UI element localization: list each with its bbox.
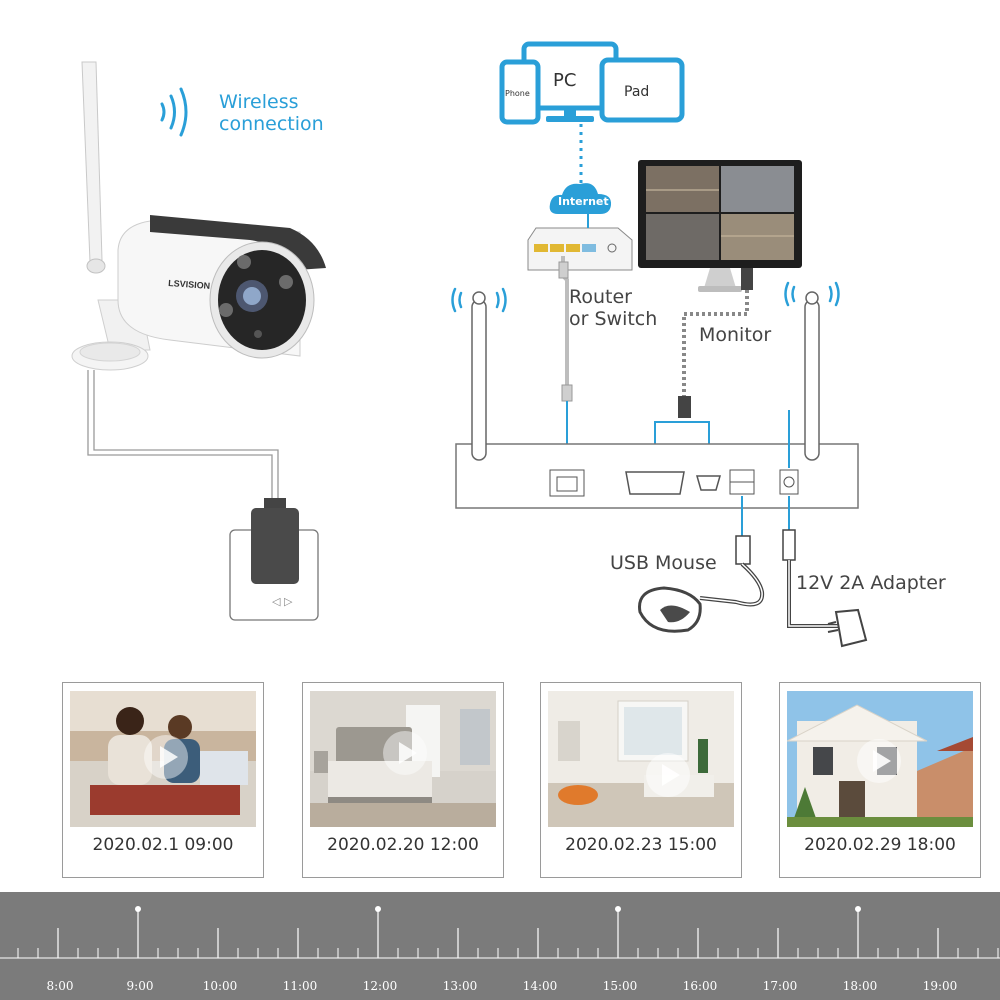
router-label-line2: or Switch — [569, 308, 657, 330]
monitor-icon — [638, 160, 802, 292]
usb-mouse-label: USB Mouse — [610, 552, 717, 574]
monitor-label: Monitor — [699, 324, 771, 346]
phone-label: Phone — [505, 89, 530, 98]
nvr-recorder — [455, 291, 859, 509]
timeline-hour-label: 10:00 — [202, 979, 238, 993]
camera-power-cable — [87, 370, 273, 506]
timeline-hour-label: 12:00 — [362, 979, 398, 993]
internet-cloud-icon — [549, 183, 612, 214]
timeline-hour-label: 14:00 — [522, 979, 558, 993]
pc-label: PC — [553, 70, 576, 91]
mouse-icon — [638, 586, 702, 633]
camera-icon — [71, 61, 326, 371]
router-icon — [527, 227, 633, 271]
recording-thumbnail — [310, 691, 496, 827]
recording-timestamp: 2020.02.1 09:00 — [92, 835, 234, 855]
svg-text:◁ ▷: ◁ ▷ — [272, 595, 293, 608]
timeline-event-dot — [375, 906, 381, 912]
recording-timestamp: 2020.02.29 18:00 — [804, 835, 956, 855]
recording-timestamp: 2020.02.20 12:00 — [327, 835, 479, 855]
nvr-wifi-signal-icon — [451, 281, 840, 313]
timeline-event-dot — [135, 906, 141, 912]
adapter-label: 12V 2A Adapter — [796, 572, 946, 594]
timeline-hour-label: 17:00 — [762, 979, 798, 993]
internet-label: Internet — [558, 195, 609, 208]
timeline-hour-label: 16:00 — [682, 979, 718, 993]
pad-label: Pad — [624, 84, 649, 100]
timeline-hour-label: 13:00 — [442, 979, 478, 993]
wifi-signal-icon — [160, 87, 188, 137]
timeline-ticks — [0, 906, 1000, 959]
recording-card[interactable]: 2020.02.29 18:00 — [779, 682, 981, 886]
timeline-hour-label: 19:00 — [922, 979, 958, 993]
timeline-event-dot — [855, 906, 861, 912]
recording-thumbnail — [70, 691, 256, 827]
recording-thumbnail — [787, 691, 973, 827]
wireless-label-line2: connection — [219, 113, 324, 135]
timeline-hour-label: 9:00 — [126, 979, 154, 993]
devices-icon — [499, 41, 685, 125]
timeline-hour-label: 18:00 — [842, 979, 878, 993]
timeline-event-dot — [615, 906, 621, 912]
power-adapter-icon — [827, 608, 868, 648]
connection-diagram: LSVISION ◁ ▷ PC Phone Pad Internet — [71, 41, 868, 648]
wireless-label-line1: Wireless — [219, 91, 299, 113]
power-outlet-icon: ◁ ▷ — [229, 508, 319, 621]
recording-card[interactable]: 2020.02.1 09:00 — [62, 682, 264, 886]
recording-card[interactable]: 2020.02.20 12:00 — [302, 682, 504, 886]
timeline-hour-label: 15:00 — [602, 979, 638, 993]
timeline-hour-label: 11:00 — [282, 979, 318, 993]
timeline-hour-label: 8:00 — [46, 979, 74, 993]
recording-timestamp: 2020.02.23 15:00 — [565, 835, 717, 855]
router-label-line1: Router — [569, 286, 632, 308]
playback-timeline[interactable]: 8:00 9:00 10:00 11:00 12:00 13:00 14:00 15:00 16… — [0, 892, 1000, 1000]
recording-card[interactable]: 2020.02.23 15:00 — [540, 682, 742, 886]
camera-brand: LSVISION — [168, 278, 211, 291]
recording-thumbnail — [548, 691, 734, 827]
